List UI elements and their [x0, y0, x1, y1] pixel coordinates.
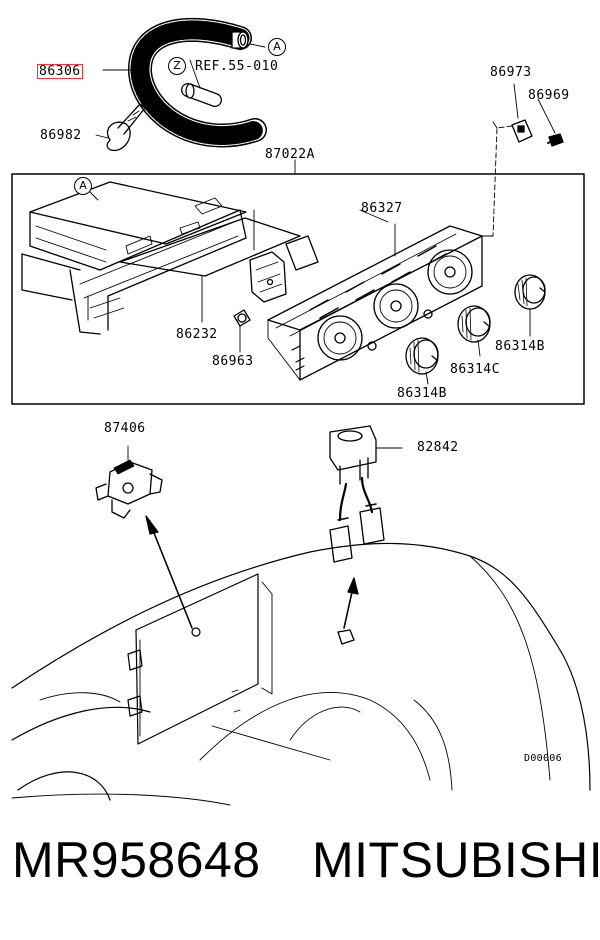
label-86327: 86327 [361, 201, 403, 216]
label-87406: 87406 [104, 421, 146, 436]
marker-a-1: A [268, 38, 286, 56]
parts-diagram: 86306 86982 Z REF.55-010 A 86973 86969 8… [11, 17, 591, 806]
diagram-code: D00006 [524, 753, 562, 764]
manufacturer-name: MITSUBISHI [312, 832, 600, 888]
label-82842: 82842 [417, 440, 459, 455]
knob-86314C [457, 305, 491, 357]
footer-caption: MR958648 MITSUBISHI [0, 835, 600, 915]
label-86314B-right: 86314B [495, 339, 545, 354]
vehicle-outline [11, 542, 591, 806]
label-86314C: 86314C [450, 362, 500, 377]
diagram-drawing [11, 17, 591, 806]
knob-86314B-lower [405, 337, 439, 385]
marker-a-2: A [74, 177, 92, 195]
label-86963: 86963 [212, 354, 254, 369]
cable-tie [95, 103, 146, 152]
label-86232: 86232 [176, 327, 218, 342]
assembly-frame [11, 173, 585, 405]
connector-82842 [329, 425, 403, 563]
label-86306: 86306 [37, 64, 83, 79]
label-86314B-lower: 86314B [397, 386, 447, 401]
clip-and-screw [492, 83, 564, 237]
leader-86327-b [359, 209, 389, 223]
label-86982: 86982 [40, 128, 82, 143]
control-chassis [21, 181, 319, 335]
part-number: MR958648 [12, 832, 261, 888]
label-86973: 86973 [490, 65, 532, 80]
arrows [145, 515, 359, 645]
duct-hose [128, 17, 267, 148]
ref-marker-z: Z [168, 57, 186, 75]
switch-87406 [95, 445, 163, 519]
label-87022A: 87022A [265, 147, 315, 162]
knob-86314B-right [514, 274, 546, 310]
heater-control-panel [267, 223, 494, 381]
label-86969: 86969 [528, 88, 570, 103]
label-ref: REF.55-010 [195, 59, 279, 74]
bulb-86963 [233, 309, 251, 353]
